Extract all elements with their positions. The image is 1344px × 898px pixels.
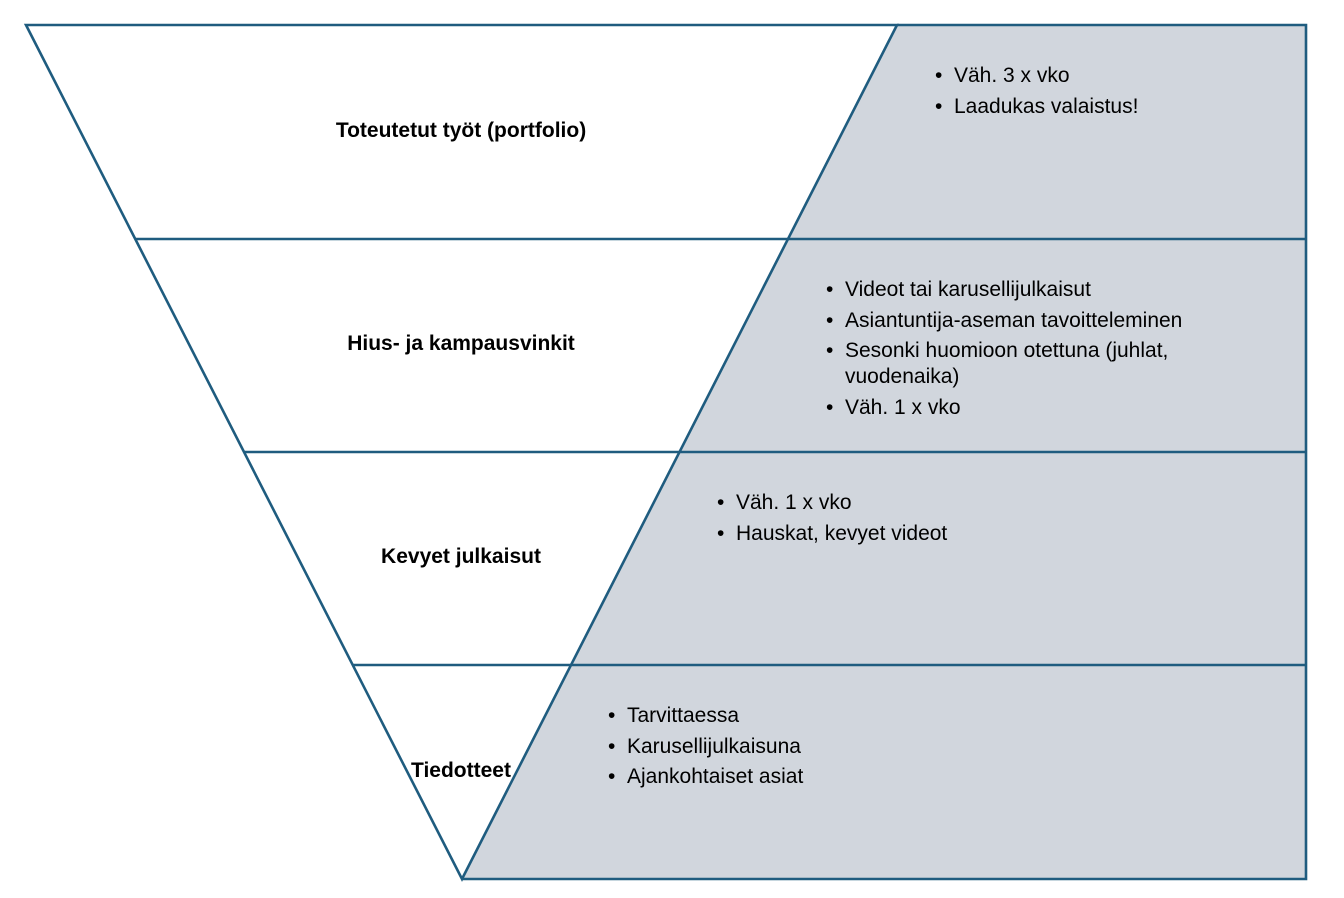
- bullet-item: Hauskat, kevyet videot: [717, 521, 1137, 547]
- level-label-tiedotteet: Tiedotteet: [411, 759, 511, 782]
- bullet-item: Väh. 1 x vko: [826, 395, 1246, 421]
- bullet-list-vinkit: Videot tai karusellijulkaisut Asiantunti…: [826, 277, 1246, 425]
- level-label-vinkit: Hius- ja kampausvinkit: [347, 332, 575, 355]
- bullet-item: Videot tai karusellijulkaisut: [826, 277, 1246, 303]
- bullet-item: Asiantuntija-aseman tavoitteleminen: [826, 308, 1246, 334]
- bullet-list-portfolio: Väh. 3 x vko Laadukas valaistus!: [935, 63, 1275, 124]
- bullet-list-tiedotteet: Tarvittaessa Karusellijulkaisuna Ajankoh…: [608, 703, 1028, 795]
- bullet-item: Sesonki huomioon otettuna (juhlat, vuode…: [826, 338, 1246, 390]
- level-label-portfolio: Toteutetut työt (portfolio): [335, 119, 587, 142]
- bullet-list-kevyet: Väh. 1 x vko Hauskat, kevyet videot: [717, 490, 1137, 551]
- bullet-item: Väh. 1 x vko: [717, 490, 1137, 516]
- bullet-item: Väh. 3 x vko: [935, 63, 1275, 89]
- bullet-item: Tarvittaessa: [608, 703, 1028, 729]
- bullet-item: Ajankohtaiset asiat: [608, 764, 1028, 790]
- level-label-kevyet: Kevyet julkaisut: [381, 545, 541, 568]
- bullet-item: Laadukas valaistus!: [935, 94, 1275, 120]
- bullet-item: Karusellijulkaisuna: [608, 734, 1028, 760]
